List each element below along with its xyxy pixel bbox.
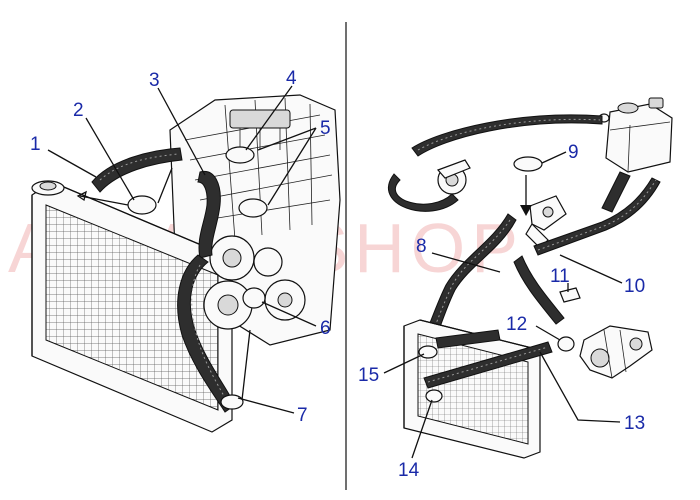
clamp-14 <box>425 389 443 403</box>
leader-7 <box>237 329 295 414</box>
leader-13 <box>539 351 621 423</box>
callout-3: 3 <box>149 70 160 91</box>
clamp-2 <box>127 195 157 215</box>
right-exploded-view: 8 9 10 11 12 13 14 15 <box>358 97 673 481</box>
callout-1: 1 <box>30 134 41 155</box>
callout-7: 7 <box>297 405 308 426</box>
clamp-7 <box>220 394 244 410</box>
clamp-5 <box>238 198 268 218</box>
leader-3 <box>157 87 206 176</box>
callout-4: 4 <box>286 68 297 89</box>
callout-2: 2 <box>73 100 84 121</box>
expansion-tank <box>598 97 673 173</box>
left-radiator <box>31 180 233 433</box>
clamp-6 <box>242 287 266 309</box>
callout-14: 14 <box>398 460 420 481</box>
bypass-hose <box>387 173 459 212</box>
callout-6: 6 <box>320 318 331 339</box>
leader-10 <box>559 254 623 284</box>
valve-block <box>525 195 567 249</box>
leader-5 <box>257 127 317 206</box>
leader-8 <box>431 252 501 273</box>
clamp-15 <box>418 345 438 359</box>
leader-2 <box>85 117 135 201</box>
vent-hose <box>411 114 603 157</box>
leader-15 <box>383 353 425 374</box>
callout-8: 8 <box>416 236 427 257</box>
left-engine-view: 1 2 3 4 5 6 7 <box>30 68 341 433</box>
leader-6 <box>261 301 317 327</box>
hose-13 <box>423 341 553 389</box>
clamp-4 <box>225 146 255 164</box>
hose-middle <box>513 255 565 325</box>
leader-14 <box>411 399 433 459</box>
leader-2-arrows <box>79 167 173 206</box>
callout-15: 15 <box>358 365 379 386</box>
callout-13: 13 <box>624 413 645 434</box>
callout-9: 9 <box>568 142 579 163</box>
hose-10 <box>533 177 661 256</box>
water-pump-housing <box>579 325 653 379</box>
callout-12: 12 <box>506 314 527 335</box>
clamp-12 <box>557 336 575 352</box>
thermostat-housing <box>436 159 471 195</box>
callout-11: 11 <box>550 266 570 287</box>
water-pump <box>203 235 306 330</box>
part-11 <box>559 287 581 303</box>
callout-10: 10 <box>624 276 645 297</box>
hose-2-upper <box>91 147 183 193</box>
leader-9 <box>541 151 567 164</box>
leader-12 <box>535 325 561 341</box>
clamp-9 <box>513 156 543 172</box>
callout-5: 5 <box>320 118 331 139</box>
leader-4 <box>245 85 293 151</box>
hose-15 <box>435 329 501 349</box>
leader-1 <box>47 149 97 178</box>
